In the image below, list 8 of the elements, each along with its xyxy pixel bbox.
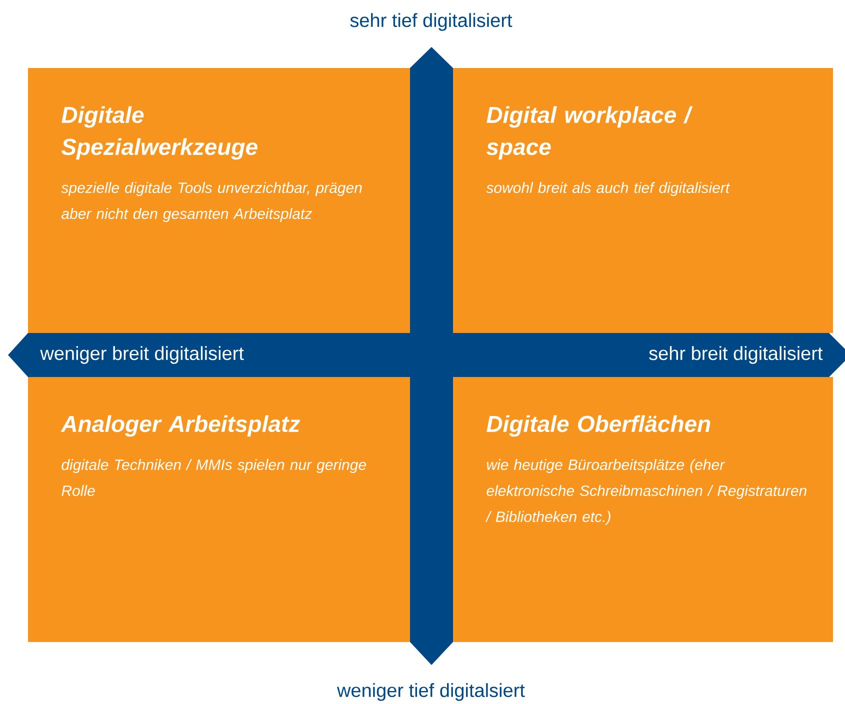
axis-label: weniger breit digitalisiert [40,346,244,364]
axis-label: sehr tief digitalisiert [350,13,512,31]
axis-label: sehr breit digitalisiert [649,346,823,364]
quadrant-box: Digitale Oberflächen wie heutige Büroarbeitsplätze (eher elektronische Schreibmaschinen / Registraturen / Bibliotheken etc.) [453,377,833,642]
quadrant-box: Analoger Arbeitsplatz digitale Techniken / MMIs spielen nur geringe Rolle [28,377,410,642]
quadrant-box: Digitale Spezialwerkzeuge spezielle digitale Tools unverzichtbar, prägen aber nicht den gesamten Arbeitsplatz [28,68,410,333]
axis-label: weniger tief digitalsiert [336,683,525,701]
quadrant-box: Digital workplace / space sowohl breit als auch tief digitalisiert [453,68,833,333]
